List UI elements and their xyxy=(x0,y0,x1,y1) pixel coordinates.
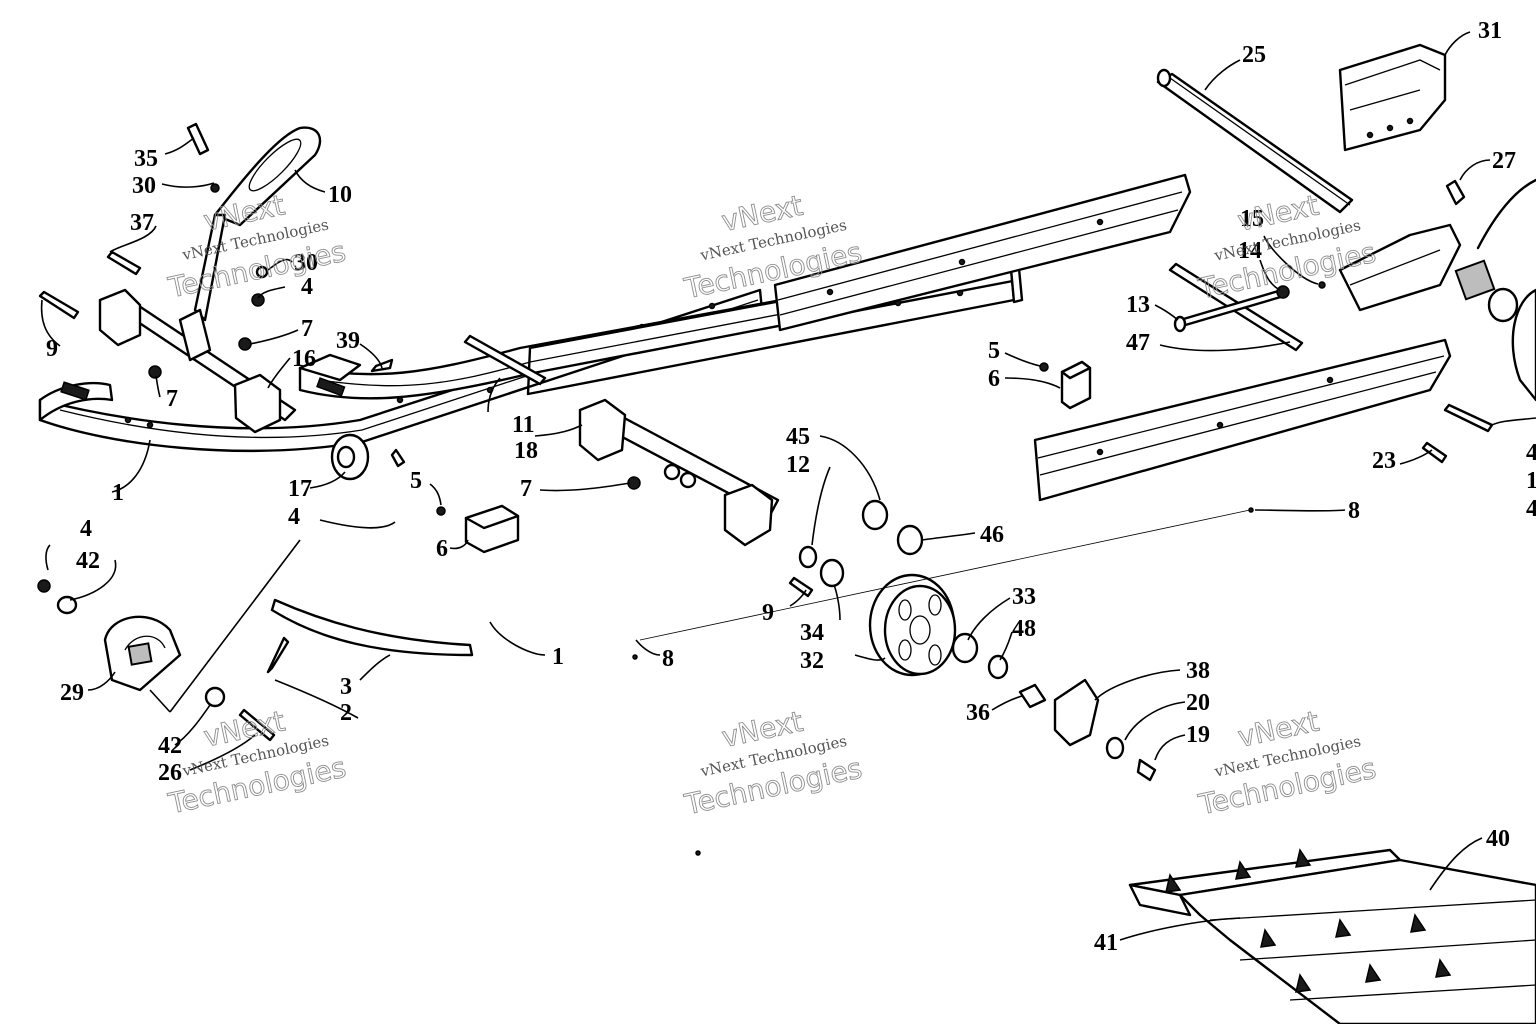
callout-6-right: 6 xyxy=(988,366,1000,392)
callout-numbers: 35 30 10 37 30 4 7 9 39 16 7 1 17 11 18 … xyxy=(46,18,1536,956)
callout-26: 26 xyxy=(158,760,182,786)
callout-10: 10 xyxy=(328,182,352,208)
leader-lines xyxy=(40,31,1536,941)
callout-1-center: 1 xyxy=(552,644,564,670)
callout-30-mid: 30 xyxy=(294,250,318,276)
callout-29: 29 xyxy=(60,680,84,706)
idler-wheel-17 xyxy=(330,433,370,481)
block-6-upper xyxy=(1060,360,1092,410)
callout-7-top: 7 xyxy=(301,316,313,342)
shaft-25 xyxy=(1156,68,1354,214)
callout-14: 14 xyxy=(1238,238,1262,264)
callout-42-bottom: 42 xyxy=(158,733,182,759)
bearings-washers xyxy=(798,499,1157,782)
callout-18: 18 xyxy=(514,438,538,464)
callout-39: 39 xyxy=(336,328,360,354)
callout-2: 2 xyxy=(340,700,352,726)
callout-4-mid: 4 xyxy=(288,504,300,530)
wear-strip xyxy=(270,598,474,657)
callout-41: 41 xyxy=(1094,930,1118,956)
callout-48: 48 xyxy=(1012,616,1036,642)
callout-27: 27 xyxy=(1492,148,1516,174)
callout-7-center: 7 xyxy=(520,476,532,502)
watermark-bottom-right: vNext vNext Technologies Technologies xyxy=(1195,704,1380,822)
callout-37: 37 xyxy=(130,210,154,236)
callout-33: 33 xyxy=(1012,584,1036,610)
slide-rail-lower-right xyxy=(1033,338,1452,502)
shock-mount-29 xyxy=(103,615,182,692)
slide-rail-upper-center xyxy=(773,173,1192,332)
callout-8-right: 8 xyxy=(1348,498,1360,524)
callout-35: 35 xyxy=(134,146,158,172)
bracket-31 xyxy=(1338,43,1447,152)
rod-11 xyxy=(463,334,547,386)
callout-31: 31 xyxy=(1478,18,1502,44)
callout-8-left: 8 xyxy=(662,646,674,672)
block-6-lower xyxy=(464,504,520,554)
callout-19: 19 xyxy=(1186,722,1210,748)
callout-9-left: 9 xyxy=(46,336,58,362)
callout-23: 23 xyxy=(1372,448,1396,474)
callout-34: 34 xyxy=(800,620,824,646)
callout-40: 40 xyxy=(1486,826,1510,852)
callout-9-center: 9 xyxy=(762,600,774,626)
callout-16: 16 xyxy=(292,346,316,372)
watermark-top-left: vNext vNext Technologies Technologies xyxy=(164,188,349,305)
callout-46: 46 xyxy=(980,522,1004,548)
bogie-wheel-32 xyxy=(868,573,957,677)
callout-32: 32 xyxy=(800,648,824,674)
callout-11: 11 xyxy=(512,412,535,438)
callout-5-right: 5 xyxy=(988,338,1000,364)
callout-6-left: 6 xyxy=(436,536,448,562)
callout-5-left: 5 xyxy=(410,468,422,494)
callout-3: 3 xyxy=(340,674,352,700)
callout-47: 47 xyxy=(1126,330,1150,356)
callout-edge-4a: 4 xyxy=(1526,440,1536,466)
callout-25: 25 xyxy=(1242,42,1266,68)
watermark-bottom-left: vNext vNext Technologies Technologies xyxy=(165,704,350,821)
callout-13: 13 xyxy=(1126,292,1150,318)
watermark-bottom-center: vNext vNext Technologies Technologies xyxy=(681,704,866,822)
fasteners xyxy=(37,122,1494,856)
callout-edge-4b: 4 xyxy=(1526,496,1536,522)
callout-7-left: 7 xyxy=(166,386,178,412)
callout-12: 12 xyxy=(786,452,810,478)
watermark-top-center: vNext vNext Technologies Technologies xyxy=(680,188,865,306)
cross-shaft-16 xyxy=(98,288,297,434)
cross-shaft-18 xyxy=(578,398,780,547)
callout-15: 15 xyxy=(1240,206,1264,232)
callout-30-top: 30 xyxy=(132,173,156,199)
callout-1-left: 1 xyxy=(112,480,124,506)
callout-edge-1: 1 xyxy=(1526,468,1536,494)
callout-4-far-left: 4 xyxy=(80,516,92,542)
callout-45: 45 xyxy=(786,424,810,450)
track-40 xyxy=(1128,848,1536,1024)
callout-4-top: 4 xyxy=(301,274,313,300)
bracket-27 xyxy=(1338,178,1536,402)
callout-17: 17 xyxy=(288,476,312,502)
callout-38: 38 xyxy=(1186,658,1210,684)
callout-36: 36 xyxy=(966,700,990,726)
callout-20: 20 xyxy=(1186,690,1210,716)
callout-42-top: 42 xyxy=(76,548,100,574)
